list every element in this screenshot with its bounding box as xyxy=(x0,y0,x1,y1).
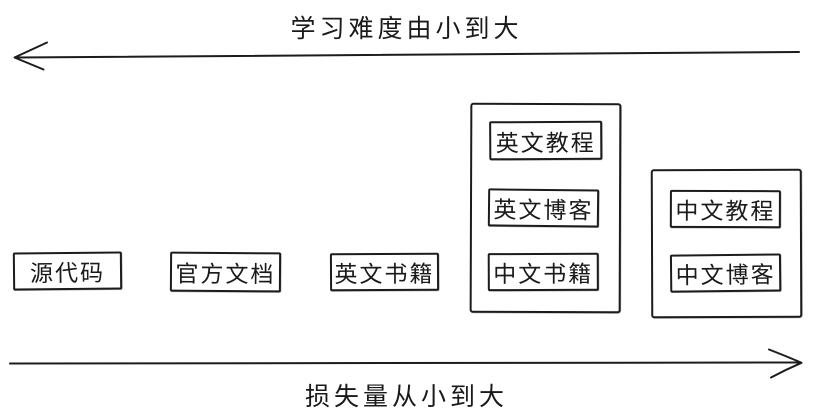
node-english-tutorials: 英文教程 xyxy=(489,120,603,161)
node-chinese-tutorials-label: 中文教程 xyxy=(675,197,776,225)
difficulty-arrow-left-icon xyxy=(13,41,800,71)
node-chinese-books: 中文书籍 xyxy=(487,252,599,292)
node-official-docs: 官方文档 xyxy=(169,251,282,293)
difficulty-axis-label: 学习难度由小到大 xyxy=(290,15,523,43)
node-source-code: 源代码 xyxy=(12,251,123,291)
node-english-blogs: 英文博客 xyxy=(487,188,600,228)
node-chinese-books-label: 中文书籍 xyxy=(493,260,594,288)
node-english-books-label: 英文书籍 xyxy=(334,260,435,288)
node-english-blogs-label: 英文博客 xyxy=(493,196,594,224)
node-source-code-label: 源代码 xyxy=(29,259,106,287)
loss-arrow-right-icon xyxy=(9,348,803,379)
node-chinese-tutorials: 中文教程 xyxy=(669,189,781,229)
node-english-tutorials-label: 英文教程 xyxy=(495,129,596,156)
node-official-docs-label: 官方文档 xyxy=(175,260,276,288)
loss-axis-label: 损失量从小到大 xyxy=(304,383,508,411)
node-chinese-blogs: 中文博客 xyxy=(669,253,782,293)
group-english-resources: 英文教程 英文博客 中文书籍 xyxy=(469,102,622,314)
node-chinese-blogs-label: 中文博客 xyxy=(675,261,776,289)
group-chinese-resources: 中文教程 中文博客 xyxy=(650,168,803,319)
node-english-books: 英文书籍 xyxy=(329,252,440,292)
